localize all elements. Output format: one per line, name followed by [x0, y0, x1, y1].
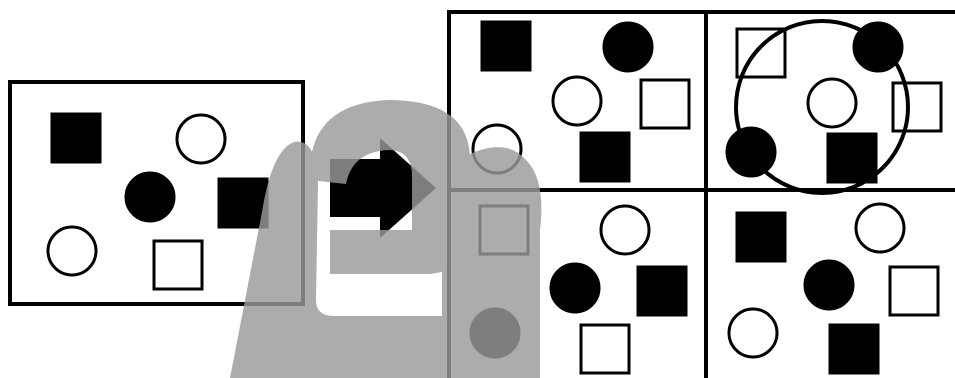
filled-square-shape: [638, 267, 686, 315]
filled-circle-shape: [604, 23, 652, 71]
filled-square-shape: [830, 325, 878, 373]
watermark-right-stroke: [442, 147, 541, 378]
filled-square-shape: [52, 114, 100, 162]
filled-square-shape: [219, 179, 267, 227]
filled-circle-shape: [551, 264, 599, 312]
filled-circle-shape: [805, 261, 853, 309]
filled-circle-shape: [126, 173, 174, 221]
filled-square-shape: [828, 134, 876, 182]
filled-square-shape: [482, 22, 530, 70]
filled-square-shape: [737, 213, 785, 261]
filled-square-shape: [581, 133, 629, 181]
